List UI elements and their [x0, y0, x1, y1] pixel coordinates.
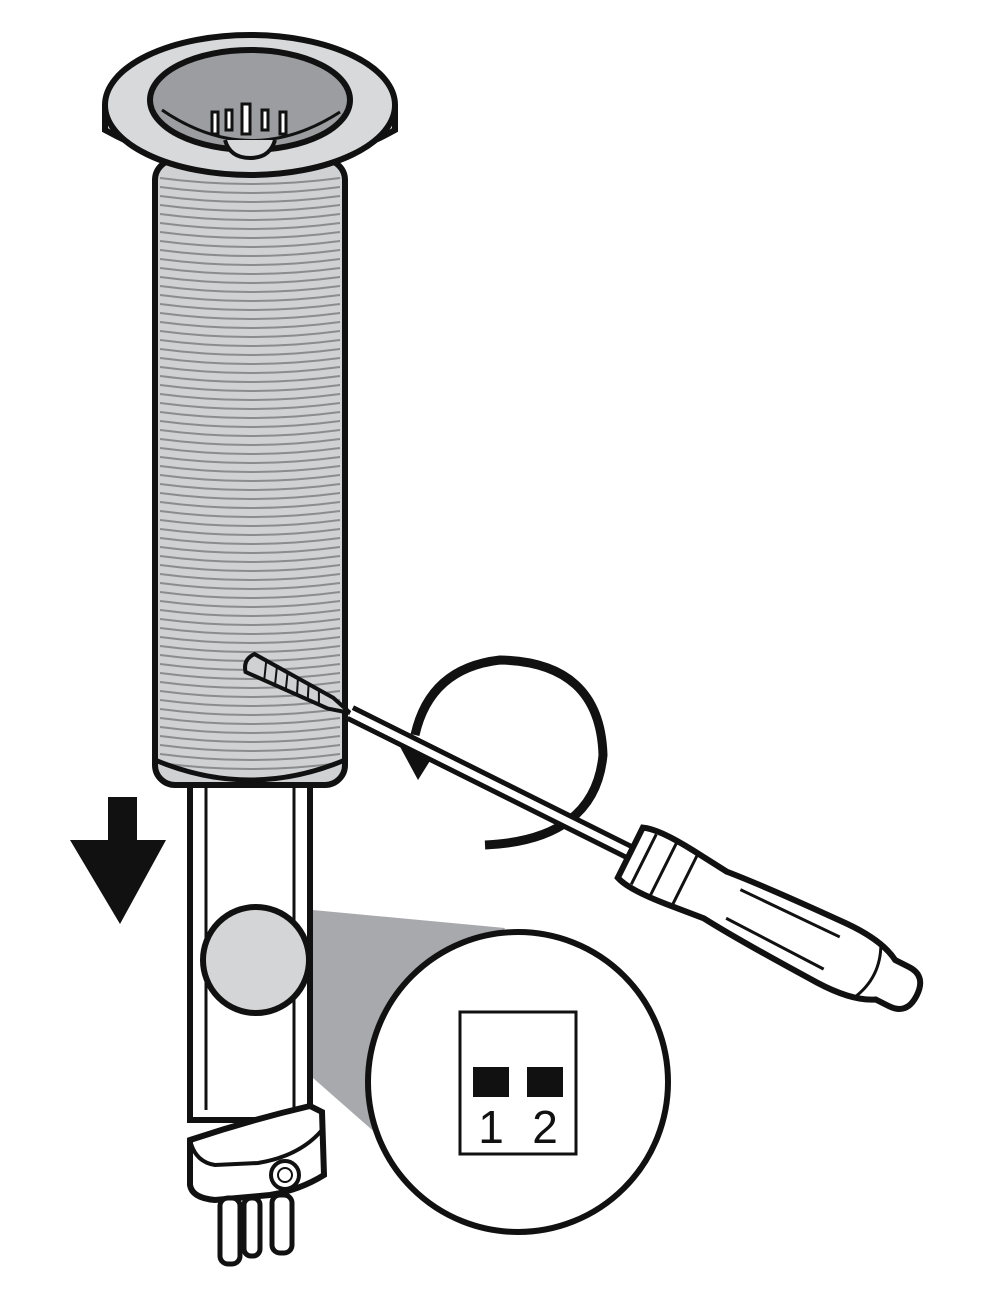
zoom-detail: 1 2	[365, 929, 671, 1235]
thread-ring	[159, 717, 341, 725]
thread-ring	[159, 366, 341, 374]
base-connector	[187, 1102, 328, 1267]
thread-ring	[159, 375, 341, 383]
thread-ring	[159, 204, 341, 212]
thread-ring	[159, 402, 341, 410]
thread-ring	[159, 339, 341, 347]
thread-ring	[159, 429, 341, 437]
screwdriver-icon	[243, 651, 924, 1012]
thread-ring	[159, 735, 341, 743]
connector-pin	[269, 1192, 295, 1256]
thread-ring	[159, 636, 341, 644]
thread-ring	[159, 672, 341, 680]
thread-ring	[159, 528, 341, 536]
thread-ring	[159, 465, 341, 473]
dip-switch-1	[473, 1067, 509, 1097]
thread-ring	[159, 195, 341, 203]
thread-ring	[159, 276, 341, 284]
thread-lines	[159, 177, 341, 770]
key-notch	[223, 139, 277, 161]
thread-ring	[159, 312, 341, 320]
thread-ring	[159, 564, 341, 572]
thread-ring	[159, 609, 341, 617]
thread-ring	[159, 645, 341, 653]
thread-ring	[159, 249, 341, 257]
thread-ring	[159, 267, 341, 275]
thread-ring	[159, 744, 341, 752]
thread-ring	[159, 357, 341, 365]
thread-ring	[159, 294, 341, 302]
thread-ring	[159, 537, 341, 545]
thread-ring	[159, 213, 341, 221]
thread-ring	[159, 222, 341, 230]
thread-ring	[159, 600, 341, 608]
thread-ring	[159, 474, 341, 482]
thread-ring	[159, 456, 341, 464]
thread-ring	[159, 321, 341, 329]
thread-ring	[159, 627, 341, 635]
socket-pins	[210, 102, 288, 136]
thread-ring	[159, 177, 341, 185]
thread-ring	[159, 753, 341, 761]
thread-ring	[159, 618, 341, 626]
thread-ring	[159, 303, 341, 311]
thread-ring	[159, 384, 341, 392]
thread-ring	[159, 258, 341, 266]
thread-ring	[159, 285, 341, 293]
thread-ring	[159, 420, 341, 428]
thread-ring	[159, 708, 341, 716]
thread-ring	[159, 348, 341, 356]
thread-ring	[159, 501, 341, 509]
top-flange	[102, 32, 398, 178]
thread-ring	[159, 762, 341, 770]
thread-ring	[159, 447, 341, 455]
thread-ring	[159, 492, 341, 500]
dip-switch-2	[527, 1067, 563, 1097]
thread-ring	[159, 726, 341, 734]
thread-ring	[159, 591, 341, 599]
thread-ring	[159, 438, 341, 446]
thread-ring	[159, 231, 341, 239]
thread-ring	[159, 582, 341, 590]
thread-ring	[159, 510, 341, 518]
thread-ring	[159, 681, 341, 689]
thread-ring	[159, 411, 341, 419]
thread-ring	[159, 240, 341, 248]
thread-ring	[159, 555, 341, 563]
threaded-body	[152, 157, 348, 788]
magnifier-lens	[200, 904, 312, 1016]
thread-ring	[159, 393, 341, 401]
switch-label-1: 1	[478, 1101, 504, 1153]
thread-ring	[159, 330, 341, 338]
thread-ring	[159, 186, 341, 194]
connector-pin	[217, 1195, 243, 1267]
thread-ring	[159, 546, 341, 554]
thread-ring	[159, 519, 341, 527]
switch-label-2: 2	[532, 1101, 558, 1153]
thread-ring	[159, 573, 341, 581]
arrow-down-icon	[70, 797, 166, 924]
connector-pin	[241, 1195, 263, 1259]
thread-ring	[159, 483, 341, 491]
